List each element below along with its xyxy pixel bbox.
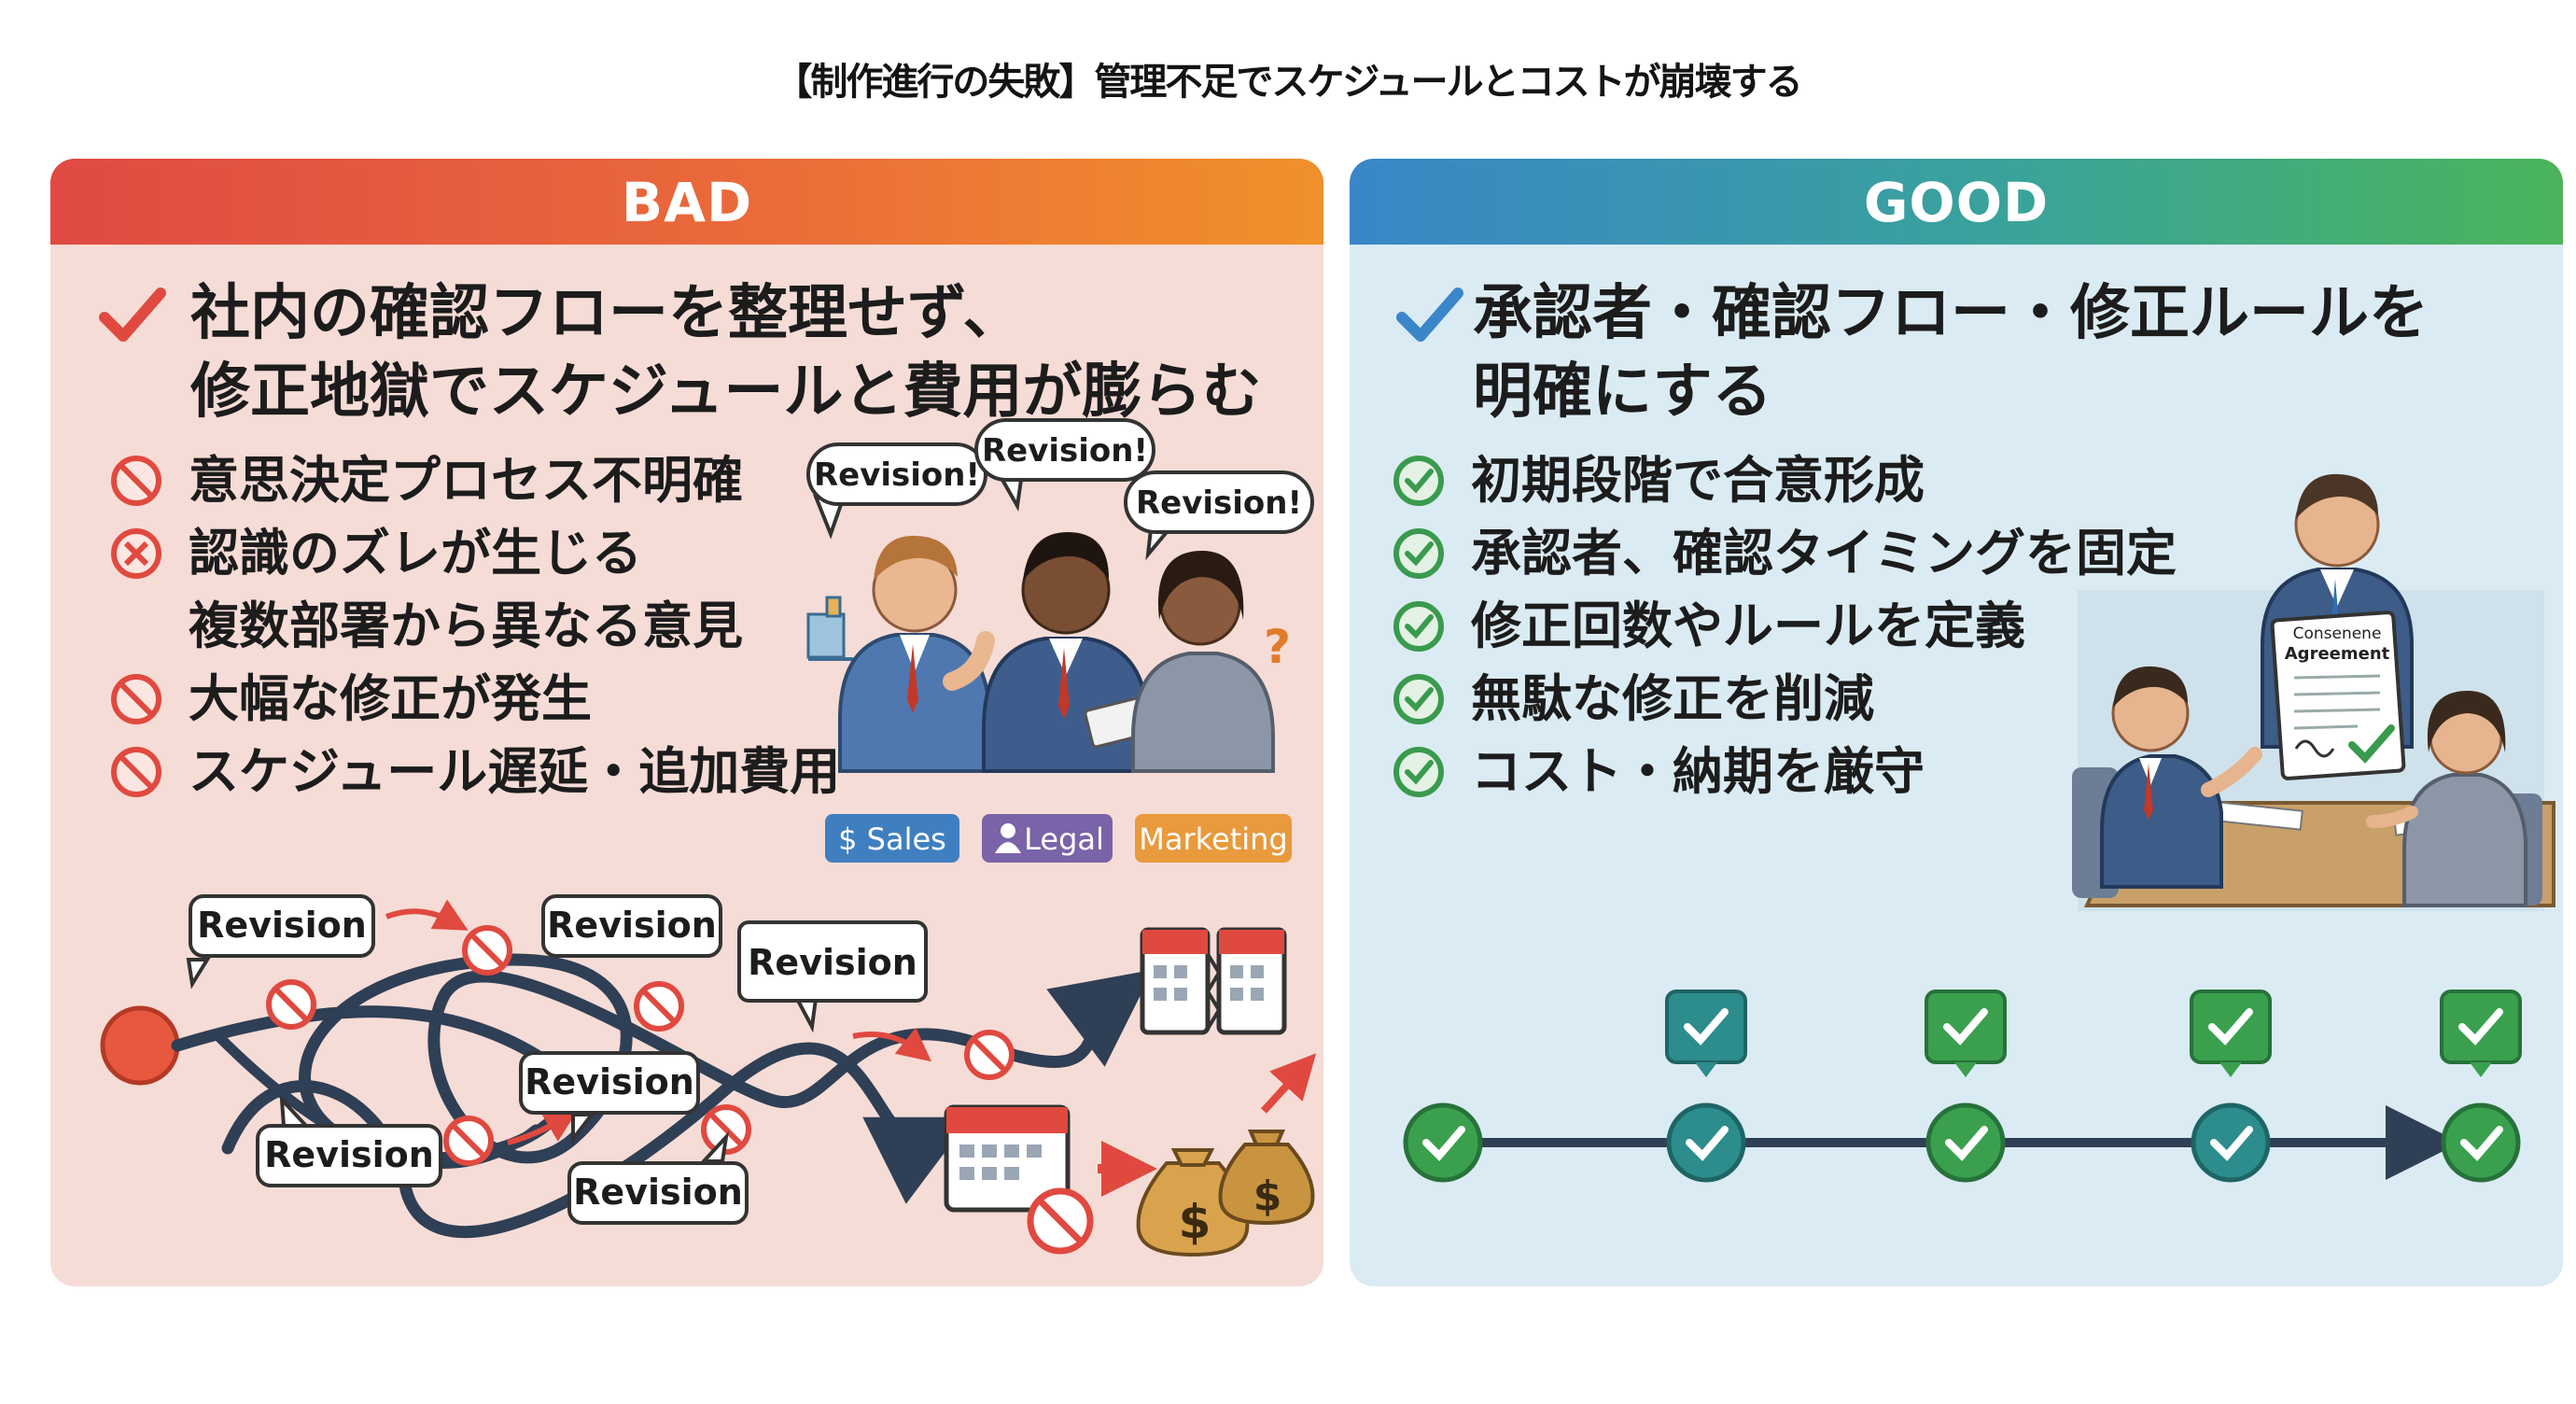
prohibited-icon [111,674,161,724]
milestone-node [1925,1102,2006,1183]
milestone-node [2441,1102,2521,1183]
prohibited-icon [111,456,161,506]
page-title: 【制作進行の失敗】管理不足でスケジュールとコストが崩壊する [775,61,1802,104]
person-icon [995,823,1021,853]
good-panel: GOOD 承認者・確認フロー・修正ルールを 明確にする 初期段階で合意形成 承認… [1350,159,2563,1286]
milestone-node [1403,1102,1483,1183]
money-bag-icon: $ [1218,1130,1315,1226]
speech-bubble: Revision! [974,418,1155,512]
svg-text:Revision: Revision [547,905,717,946]
person-approver [2261,473,2414,749]
tag-marketing: Marketing [1135,814,1292,863]
milestone-flag [1665,990,1747,1077]
bad-item-list: 意思決定プロセス不明確 認識のズレが生じる 複数部署から異なる意見 大幅な修正が… [108,448,911,821]
svg-text:$: $ [1179,1195,1211,1249]
money-bag-icon: $ [1136,1148,1250,1257]
svg-text:Revision: Revision [748,942,917,983]
revision-label: Revision [256,1094,442,1187]
check-circle-icon [1393,601,1444,652]
revision-label: Revision [541,894,722,958]
person-marketing: ? [1131,551,1291,773]
bad-panel: BAD 社内の確認フローを整理せず、 修正地獄でスケジュールと費用が膨らむ 意思… [50,159,1323,1286]
prohibited-icon [111,747,161,797]
good-item-list: 初期段階で合意形成 承認者、確認タイミングを固定 修正回数やルールを定義 無駄な… [1391,448,2177,821]
cross-circle-icon [111,528,161,579]
revision-label: Revision [186,894,375,990]
check-circle-icon [1393,528,1444,579]
revision-label: Revision [519,1051,700,1144]
milestone-flag [1925,990,2007,1077]
svg-text:$ Sales: $ Sales [838,821,946,857]
svg-text:Legal: Legal [1024,821,1104,857]
person-legal [982,532,1150,773]
good-header: GOOD [1350,159,2563,245]
bad-headline-line1: 社内の確認フローを整理せず、 [190,279,1023,348]
paper [2216,801,2481,836]
bad-header: BAD [50,159,1323,245]
milestone-flag [2440,990,2522,1077]
svg-text:Agreement: Agreement [2285,644,2390,664]
tag-legal: Legal [982,814,1113,863]
red-check-icon [99,288,166,342]
good-headline-line1: 承認者・確認フロー・修正ルールを [1473,279,2429,348]
good-headline-line2: 明確にする [1473,358,1772,427]
svg-text:$: $ [1253,1172,1282,1220]
milestone-flag [2190,990,2272,1077]
start-node [100,1005,180,1086]
speech-bubble: Revision! [1124,470,1314,561]
prohibited-icon [701,1104,751,1155]
prohibited-icon [964,1030,1015,1080]
svg-text:Revision: Revision [264,1134,434,1175]
revision-label: Revision [567,1130,749,1225]
person-right-seated [2366,691,2542,907]
svg-text:Consenene: Consenene [2293,625,2382,643]
milestone-node [1666,1102,1746,1183]
prohibited-icon [443,1116,494,1166]
question-mark-icon: ? [1264,620,1291,674]
agreement-document: Consenene Agreement [2270,611,2406,780]
prohibited-icon [462,925,512,976]
milestone-node [2191,1102,2271,1183]
svg-text:Marketing: Marketing [1139,821,1287,857]
broken-calendar-icon [1140,927,1287,1035]
bad-headline-line2: 修正地獄でスケジュールと費用が膨らむ [190,358,1262,427]
blue-check-icon [1396,288,1463,342]
check-circle-icon [1393,456,1444,506]
prohibited-icon [266,979,316,1030]
svg-text:Revision: Revision [197,905,367,946]
cancelled-calendar-icon [944,1104,1094,1255]
svg-text:Revision!: Revision! [1136,484,1302,522]
svg-text:Revision: Revision [573,1172,743,1213]
check-circle-icon [1393,747,1444,797]
revision-label: Revision [737,920,928,1033]
prohibited-icon [634,981,684,1032]
svg-text:Revision!: Revision! [982,432,1148,470]
svg-text:Revision: Revision [525,1061,694,1102]
check-circle-icon [1393,674,1444,724]
